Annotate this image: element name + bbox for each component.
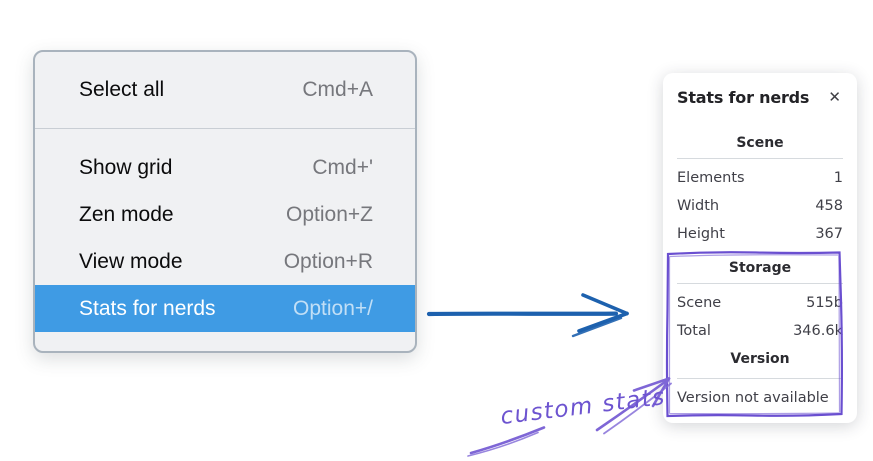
stat-row-height: Height 367 xyxy=(677,220,843,248)
version-note: Version not available xyxy=(677,390,829,406)
stat-value: 458 xyxy=(815,198,843,214)
menu-item-label: Zen mode xyxy=(79,202,174,226)
section-heading: Version xyxy=(730,351,790,367)
custom-stats-annotation-label: custom stats xyxy=(499,383,668,431)
section-heading: Scene xyxy=(736,135,784,151)
menu-item-shortcut: Option+/ xyxy=(293,296,373,320)
menu-item-label: View mode xyxy=(79,249,183,273)
section-divider xyxy=(677,378,843,379)
stats-panel: Stats for nerds ✕ Scene Elements 1 Width… xyxy=(663,73,857,423)
menu-item-shortcut: Option+R xyxy=(283,249,373,273)
blue-arrow xyxy=(426,293,629,338)
menu-item-label: Stats for nerds xyxy=(79,296,216,320)
menu-divider xyxy=(35,128,415,129)
stat-row-total-size: Total 346.6k xyxy=(677,317,843,345)
menu-item-shortcut: Option+Z xyxy=(286,202,373,226)
menu-item-stats-for-nerds[interactable]: Stats for nerds Option+/ xyxy=(35,285,415,332)
stat-value: 346.6k xyxy=(793,323,843,339)
section-divider xyxy=(677,283,843,284)
menu-item-label: Select all xyxy=(79,78,165,101)
stats-section-storage: Storage Scene 515b Total 346.6k xyxy=(677,258,843,345)
menu-item-label: Show grid xyxy=(79,155,173,179)
stats-section-version: Version Version not available xyxy=(677,349,843,412)
context-menu: Select all Cmd+A Show grid Cmd+' Zen mod… xyxy=(33,50,417,353)
stats-panel-header: Stats for nerds ✕ xyxy=(677,87,843,107)
menu-item-shortcut: Cmd+' xyxy=(312,155,373,179)
stat-label: Scene xyxy=(677,295,722,311)
stat-label: Elements xyxy=(677,170,745,186)
stats-section-scene: Scene Elements 1 Width 458 Height 367 xyxy=(677,133,843,248)
section-heading: Storage xyxy=(728,260,792,276)
stat-row-width: Width 458 xyxy=(677,192,843,220)
stat-label: Total xyxy=(677,323,711,339)
menu-item-show-grid[interactable]: Show grid Cmd+' xyxy=(35,144,415,191)
close-icon[interactable]: ✕ xyxy=(828,87,841,106)
stat-row-elements: Elements 1 xyxy=(677,164,843,192)
menu-item-shortcut: Cmd+A xyxy=(302,78,373,101)
stat-label: Width xyxy=(677,198,720,214)
stat-label: Height xyxy=(677,226,725,242)
menu-item-select-all[interactable]: Select all Cmd+A xyxy=(35,67,415,113)
stat-value: 515b xyxy=(806,295,843,311)
section-divider xyxy=(677,158,843,159)
stat-row-scene-size: Scene 515b xyxy=(677,289,843,317)
menu-item-view-mode[interactable]: View mode Option+R xyxy=(35,238,415,285)
menu-item-zen-mode[interactable]: Zen mode Option+Z xyxy=(35,191,415,238)
stat-value: 367 xyxy=(815,226,843,242)
stats-panel-title: Stats for nerds xyxy=(677,87,810,107)
stat-value: 1 xyxy=(833,170,843,186)
